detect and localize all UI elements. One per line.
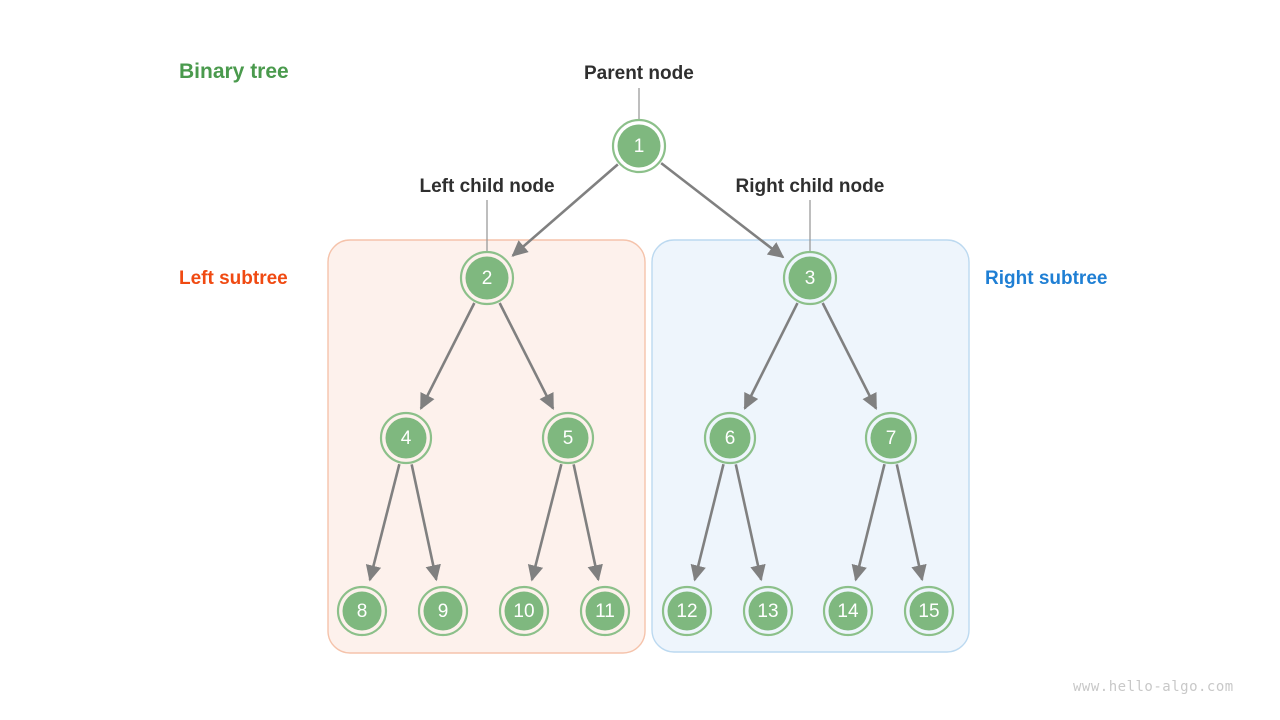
node-disc-10 bbox=[504, 591, 544, 631]
tree-edge-5-11 bbox=[572, 464, 603, 582]
node-label-11: 11 bbox=[595, 601, 615, 622]
node-label-14: 14 bbox=[837, 601, 859, 622]
node-ring-4 bbox=[379, 411, 433, 465]
node-label-7: 7 bbox=[886, 428, 897, 449]
node-label-13: 13 bbox=[757, 601, 778, 622]
tree-edge-4-9 bbox=[410, 464, 441, 582]
label-right-subtree: Right subtree bbox=[985, 268, 1108, 289]
tree-edges bbox=[365, 162, 927, 582]
node-disc-11 bbox=[585, 591, 625, 631]
tree-node-12: 12 bbox=[661, 585, 713, 637]
node-disc-2 bbox=[465, 256, 509, 300]
tree-node-8: 8 bbox=[336, 585, 388, 637]
tree-edge-1-2 bbox=[511, 163, 619, 257]
node-label-1: 1 bbox=[634, 136, 645, 157]
node-ring-10 bbox=[498, 585, 550, 637]
node-disc-12 bbox=[667, 591, 707, 631]
node-label-4: 4 bbox=[401, 428, 412, 449]
label-left-subtree: Left subtree bbox=[179, 268, 288, 289]
watermark: www.hello-algo.com bbox=[1073, 679, 1234, 695]
node-disc-4 bbox=[385, 417, 427, 459]
node-label-9: 9 bbox=[438, 601, 449, 622]
tree-node-1: 1 bbox=[611, 118, 667, 174]
tree-node-13: 13 bbox=[742, 585, 794, 637]
tree-edge-7-15 bbox=[895, 464, 927, 582]
tree-node-11: 11 bbox=[579, 585, 631, 637]
tree-edge-3-6 bbox=[743, 302, 799, 410]
node-disc-13 bbox=[748, 591, 788, 631]
node-disc-9 bbox=[423, 591, 463, 631]
callout-parent-node: Parent node bbox=[584, 62, 694, 84]
node-disc-7 bbox=[870, 417, 912, 459]
node-label-5: 5 bbox=[563, 428, 574, 449]
node-disc-1 bbox=[617, 124, 661, 168]
callout-left-child-node: Left child node bbox=[419, 175, 555, 197]
tree-edge-7-14 bbox=[851, 463, 886, 582]
node-disc-14 bbox=[828, 591, 868, 631]
node-ring-8 bbox=[336, 585, 388, 637]
node-ring-9 bbox=[417, 585, 469, 637]
callout-right-child-node: Right child node bbox=[735, 175, 885, 197]
node-ring-13 bbox=[742, 585, 794, 637]
node-label-15: 15 bbox=[918, 601, 939, 622]
callout-leader-lines bbox=[486, 88, 811, 252]
tree-node-9: 9 bbox=[417, 585, 469, 637]
node-ring-1 bbox=[611, 118, 667, 174]
diagram-title: Binary tree bbox=[179, 60, 289, 83]
tree-edge-2-5 bbox=[498, 302, 555, 410]
tree-node-3: 3 bbox=[782, 250, 838, 306]
tree-node-15: 15 bbox=[903, 585, 955, 637]
tree-node-10: 10 bbox=[498, 585, 550, 637]
tree-edge-2-4 bbox=[419, 302, 476, 410]
node-label-8: 8 bbox=[357, 601, 368, 622]
node-ring-7 bbox=[864, 411, 918, 465]
tree-node-6: 6 bbox=[703, 411, 757, 465]
node-ring-5 bbox=[541, 411, 595, 465]
tree-node-4: 4 bbox=[379, 411, 433, 465]
tree-edge-1-3 bbox=[660, 162, 785, 259]
subtree-regions bbox=[327, 239, 970, 654]
node-disc-8 bbox=[342, 591, 382, 631]
node-label-3: 3 bbox=[805, 268, 816, 289]
node-ring-15 bbox=[903, 585, 955, 637]
node-disc-3 bbox=[788, 256, 832, 300]
tree-edge-4-8 bbox=[365, 463, 401, 582]
node-label-10: 10 bbox=[513, 601, 534, 622]
tree-edge-6-13 bbox=[734, 464, 766, 582]
node-label-12: 12 bbox=[676, 601, 697, 622]
tree-edge-6-12 bbox=[690, 463, 725, 582]
tree-node-14: 14 bbox=[822, 585, 874, 637]
node-disc-5 bbox=[547, 417, 589, 459]
tree-node-2: 2 bbox=[459, 250, 515, 306]
tree-node-5: 5 bbox=[541, 411, 595, 465]
node-ring-12 bbox=[661, 585, 713, 637]
node-label-2: 2 bbox=[482, 268, 493, 289]
tree-node-7: 7 bbox=[864, 411, 918, 465]
tree-edge-3-7 bbox=[821, 302, 878, 410]
node-ring-3 bbox=[782, 250, 838, 306]
node-label-6: 6 bbox=[725, 428, 736, 449]
node-ring-2 bbox=[459, 250, 515, 306]
node-ring-6 bbox=[703, 411, 757, 465]
tree-edge-5-10 bbox=[527, 463, 563, 582]
node-disc-6 bbox=[709, 417, 751, 459]
node-disc-15 bbox=[909, 591, 949, 631]
node-ring-11 bbox=[579, 585, 631, 637]
node-ring-14 bbox=[822, 585, 874, 637]
